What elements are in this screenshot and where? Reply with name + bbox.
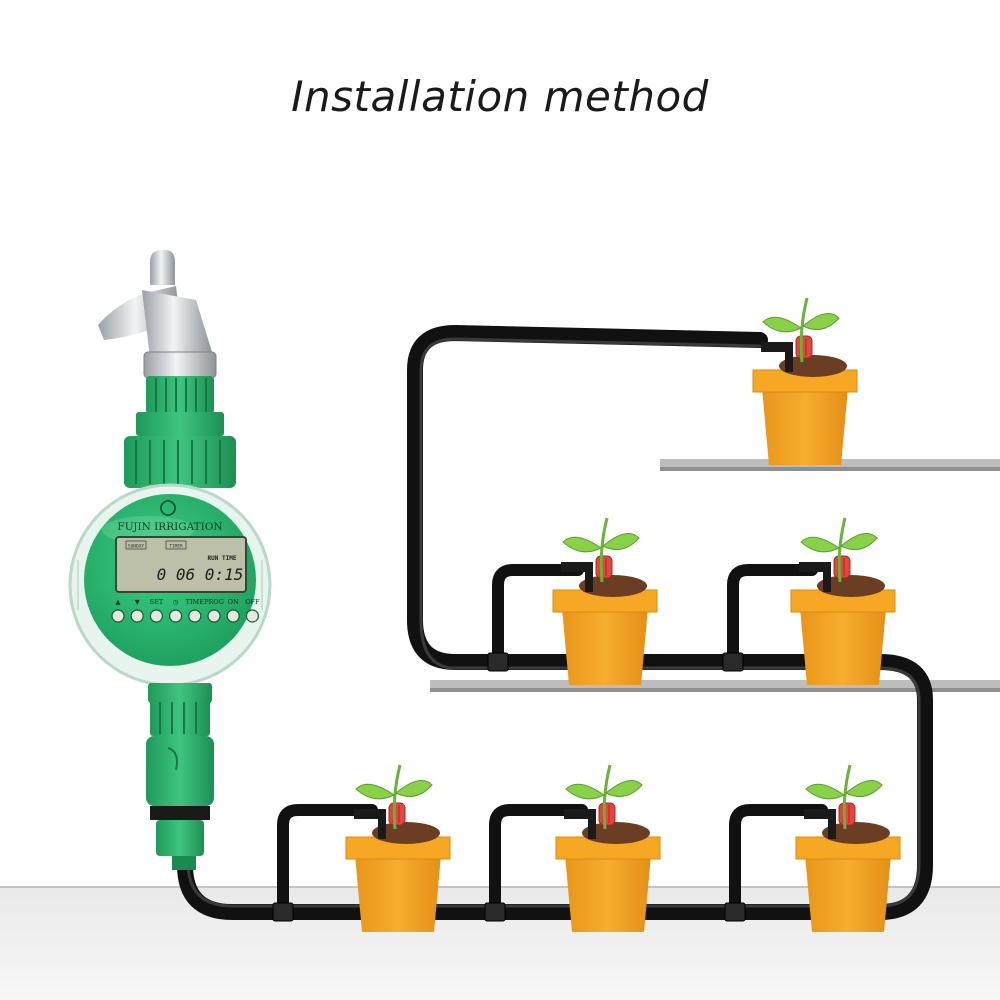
leaf: [395, 780, 433, 798]
dripper-cap: [838, 802, 856, 826]
branch-tubes: [277, 564, 828, 918]
brand-logo: [160, 500, 176, 516]
dripper-stake: [823, 562, 831, 592]
timer-brand: FUJIN IRRIGATION: [117, 521, 222, 533]
quick-connector: [146, 736, 214, 806]
timer-button-label: ON: [228, 598, 239, 606]
pot: [355, 855, 441, 932]
pot: [762, 388, 848, 465]
plant-bottom-middle: [555, 764, 661, 932]
pot: [565, 855, 651, 932]
lcd-time: 0 06 0:15: [157, 565, 244, 584]
timer-button-6[interactable]: ON: [226, 598, 240, 623]
timer-button-key[interactable]: [130, 609, 144, 623]
timer-lcd: [115, 536, 247, 593]
soil: [579, 575, 647, 597]
leaf: [805, 783, 845, 800]
leaf: [800, 536, 840, 553]
lcd-chip-2: TIMER: [169, 544, 183, 550]
timer-button-7[interactable]: OFF: [245, 598, 260, 623]
leaf: [565, 783, 605, 800]
lcd-run-label: RUN TIME: [208, 555, 237, 562]
sprout-stem: [392, 764, 402, 830]
timer-button-label: ▲: [116, 598, 121, 606]
timer-button-label: SET: [150, 598, 164, 606]
sprout-stem: [837, 517, 847, 583]
dripper-cap: [595, 555, 613, 579]
pot: [562, 608, 648, 685]
lcd-chip-1: SUNDAY: [128, 544, 145, 550]
dripper-stake: [828, 809, 836, 839]
dripper-stake: [588, 809, 596, 839]
timer-button-4[interactable]: TIME: [186, 598, 205, 623]
timer-button-key[interactable]: [226, 609, 240, 623]
dripper-cap: [833, 555, 851, 579]
timer-button-label: TIME: [186, 598, 205, 606]
timer-button-key[interactable]: [149, 609, 163, 623]
soil: [372, 822, 440, 844]
timer-top-collar: [124, 436, 236, 488]
sprout-stem: [602, 764, 612, 830]
page-title: Installation method: [291, 72, 709, 121]
plant-middle-left: [552, 517, 658, 685]
timer-button-key[interactable]: [188, 609, 202, 623]
main-tube: [177, 325, 933, 920]
dripper-stake: [378, 809, 386, 839]
timer-button-label: OFF: [245, 598, 260, 606]
plant-bottom-right: [795, 764, 901, 932]
dripper-stake: [785, 342, 793, 372]
leaf: [602, 533, 640, 551]
plant-bottom-left: [345, 764, 451, 932]
middle-shelf: [430, 680, 1000, 692]
leaf: [562, 536, 602, 553]
dripper-stake: [585, 562, 593, 592]
soil: [822, 822, 890, 844]
faucet: [98, 250, 217, 379]
timer-button-label: ◷: [173, 598, 179, 606]
timer-outlet-collar: [148, 683, 212, 703]
pot: [800, 608, 886, 685]
leaf: [762, 316, 802, 333]
timer-button-1[interactable]: ▼: [130, 598, 144, 623]
timer-button-key[interactable]: [207, 609, 221, 623]
leaf: [802, 313, 840, 331]
plant-top: [752, 297, 858, 465]
leaf: [605, 780, 643, 798]
timer-button-5[interactable]: PROG: [204, 598, 224, 623]
timer-button-key[interactable]: [111, 609, 125, 623]
leaf: [355, 783, 395, 800]
dripper-cap: [598, 802, 616, 826]
timer-button-2[interactable]: SET: [149, 598, 164, 623]
timer-button-label: PROG: [204, 598, 224, 606]
tube-highlight: [186, 337, 921, 908]
water-timer: FUJIN IRRIGATION SUNDAY TIMER RUN TIME 0…: [68, 376, 272, 870]
sprout-stem: [599, 517, 609, 583]
dripper-cap: [795, 335, 813, 359]
timer-button-3[interactable]: ◷: [169, 598, 183, 623]
leaf: [845, 780, 883, 798]
tee-connectors: [272, 652, 746, 922]
timer-button-0[interactable]: ▲: [111, 598, 125, 623]
sprout-stem: [799, 297, 809, 363]
plant-middle-right: [790, 517, 896, 685]
timer-button-key[interactable]: [245, 609, 259, 623]
timer-button-label: ▼: [135, 598, 140, 606]
soil: [817, 575, 885, 597]
sprout-stem: [842, 764, 852, 830]
soil: [779, 355, 847, 377]
dripper-cap: [388, 802, 406, 826]
pot: [805, 855, 891, 932]
soil: [582, 822, 650, 844]
timer-button-key[interactable]: [169, 609, 183, 623]
leaf: [840, 533, 878, 551]
